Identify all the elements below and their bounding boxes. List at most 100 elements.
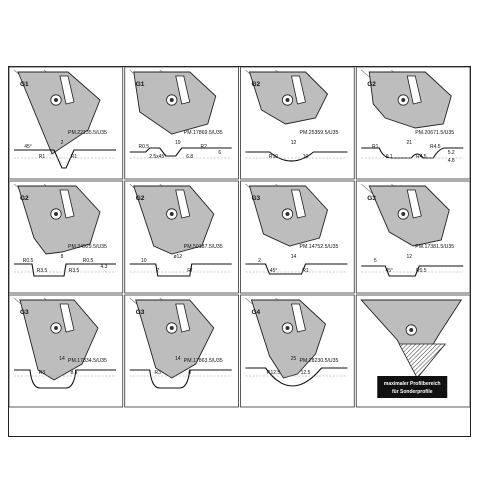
dimension-label: R10 bbox=[269, 154, 278, 160]
screw-hole bbox=[54, 326, 58, 330]
dimension-label: 12.5 bbox=[301, 370, 311, 376]
dimension-label: 10 bbox=[303, 154, 309, 160]
dimension-label: 9.1 bbox=[386, 154, 393, 160]
part-number: PM.17869.5/U35 bbox=[184, 130, 223, 136]
dimension-label: 45° bbox=[24, 144, 32, 150]
cell-border bbox=[355, 66, 471, 180]
profile-line bbox=[14, 369, 116, 389]
screw-hole bbox=[169, 98, 174, 102]
note-box bbox=[377, 376, 448, 398]
dimension-label: 25 bbox=[291, 356, 297, 362]
screw-hole bbox=[54, 98, 58, 102]
group-label: G4 bbox=[252, 309, 261, 316]
dimension-label: 8 bbox=[61, 254, 64, 260]
screw-hole bbox=[169, 212, 174, 216]
dimension-label: 8.5 bbox=[71, 370, 78, 376]
screw-hole bbox=[54, 212, 58, 216]
knife-insert bbox=[59, 303, 75, 333]
dimension-label: R0.5 bbox=[416, 268, 427, 274]
profile-line bbox=[129, 147, 232, 157]
profile-line bbox=[361, 147, 464, 159]
dimension-label: R4.5 bbox=[416, 154, 427, 160]
group-label: G2 bbox=[136, 195, 145, 202]
dimension-label: R1 bbox=[302, 268, 309, 274]
dimension-label: 8 bbox=[188, 370, 191, 376]
dimension-label: 4.3 bbox=[101, 264, 108, 270]
cell-border bbox=[8, 66, 124, 180]
dimension-label: R1 bbox=[71, 154, 78, 160]
profile-line bbox=[245, 367, 348, 387]
dimension-label: R4.5 bbox=[430, 144, 441, 150]
part-number: PM.20671.5/U35 bbox=[415, 130, 454, 136]
catalog-frame bbox=[8, 66, 471, 437]
part-number: PM.22135.5/U35 bbox=[68, 130, 107, 136]
profile-area bbox=[398, 343, 447, 379]
dimension-label: 2 bbox=[258, 258, 261, 264]
cell-border bbox=[124, 294, 239, 408]
cell-border bbox=[355, 294, 471, 408]
dimension-label: 14 bbox=[59, 356, 65, 362]
dimension-label: 21 bbox=[406, 140, 412, 146]
profile-line bbox=[245, 151, 348, 162]
profile-line bbox=[245, 263, 348, 275]
dimension-label: 5 bbox=[374, 258, 377, 264]
dimension-label: R3 bbox=[39, 370, 46, 376]
group-label: G1 bbox=[20, 81, 29, 88]
profile-line bbox=[14, 263, 116, 277]
cell-border bbox=[355, 180, 471, 294]
dimension-label: ø12 bbox=[173, 254, 182, 260]
knife-insert bbox=[291, 189, 306, 219]
cell-border bbox=[8, 180, 124, 294]
cutter-body bbox=[250, 299, 327, 379]
cutter-body bbox=[133, 185, 215, 255]
dimension-label: R0.5 bbox=[138, 144, 149, 150]
knife-insert bbox=[175, 303, 191, 333]
group-label: G3 bbox=[367, 195, 376, 202]
dimension-label: 10 bbox=[141, 258, 147, 264]
part-number: PM.17863.5/U35 bbox=[184, 358, 223, 364]
group-label: G2 bbox=[367, 81, 376, 88]
dimension-label: 7 bbox=[156, 268, 159, 274]
screw-hole bbox=[285, 98, 290, 102]
dimension-label: 12 bbox=[406, 254, 412, 260]
group-label: G3 bbox=[136, 309, 145, 316]
part-number: PM.14752.5/U35 bbox=[300, 244, 339, 250]
dimension-label: 19 bbox=[175, 140, 181, 146]
knife-insert bbox=[291, 75, 306, 105]
cutter-body bbox=[135, 299, 215, 379]
profile-line bbox=[129, 263, 232, 277]
profile-line bbox=[129, 369, 232, 389]
group-label: G1 bbox=[136, 81, 145, 88]
cell-border bbox=[240, 180, 355, 294]
cutter-body bbox=[17, 185, 101, 255]
dimension-label: 12 bbox=[291, 140, 297, 146]
group-label: G2 bbox=[20, 195, 29, 202]
knife-insert bbox=[406, 75, 422, 105]
dimension-label: R0.5 bbox=[23, 258, 34, 264]
dimension-label: 14 bbox=[291, 254, 297, 260]
cutter-body bbox=[368, 185, 450, 247]
note-line-2: für Sonderprofile bbox=[392, 389, 433, 395]
dimension-label: R2 bbox=[201, 144, 208, 150]
dimension-label: 6 bbox=[218, 150, 221, 156]
cutter-body bbox=[368, 71, 452, 129]
dimension-label: 14 bbox=[175, 356, 181, 362]
knife-insert bbox=[406, 189, 422, 219]
dimension-label: R/ bbox=[187, 268, 193, 274]
part-number: PM.50187.5/U35 bbox=[184, 244, 223, 250]
group-label: G2 bbox=[252, 81, 261, 88]
dimension-label: R3.5 bbox=[37, 268, 48, 274]
cutter-body bbox=[19, 299, 99, 381]
dimension-label: 45° bbox=[270, 268, 278, 274]
dimension-label: R1 bbox=[372, 144, 379, 150]
